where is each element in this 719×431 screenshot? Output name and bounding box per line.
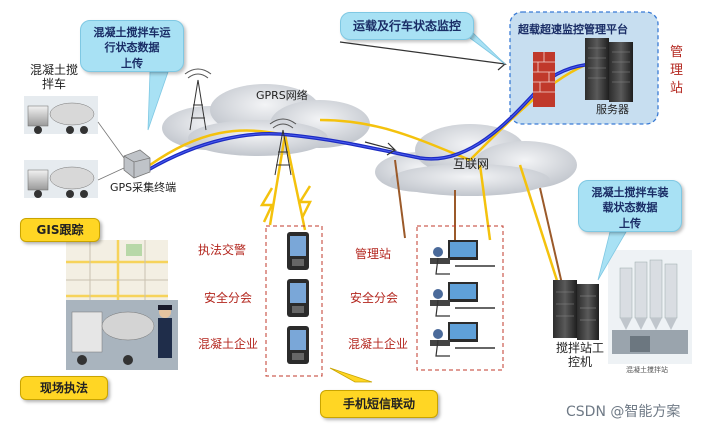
mixing-plant-image [608,250,692,364]
firewall-icon [533,52,555,107]
mobile-group-frame [265,225,323,377]
cement-truck-image [24,160,98,198]
vehicle-status-bubble: 混凝土搅拌车运 行状态数据 上传 [80,20,184,72]
workstation-icon [430,282,495,317]
server-icon [585,38,633,102]
load-status-bubble: 混凝土搅拌车装 载状态数据 上传 [578,180,682,232]
lightning-icon [259,187,274,223]
server-label: 服务器 [596,103,629,116]
gps-terminal-label: GPS采集终端 [110,181,177,194]
management-station-side-label: 管 理 站 [670,45,684,97]
onsite-photo-image [66,300,178,370]
platform-title: 超载超速监控管理平台 [518,23,628,36]
pc-group-frame [416,225,504,371]
workstation-icon [430,322,495,357]
gps-terminal-icon [123,149,151,179]
watermark: CSDN @智能方案 [566,404,681,420]
gis-tracking-tag: GIS跟踪 [20,218,100,242]
gprs-label: GPRS网络 [256,89,308,102]
internet-label: 互联网 [453,157,490,171]
onsite-enforcement-tag: 现场执法 [20,376,108,400]
pc-item-concrete-enterprise: 混凝土企业 [348,337,409,351]
pc-item-management-station: 管理站 [355,247,392,261]
mixing-station-computer-icon [553,280,599,340]
plant-caption: 混凝土搅拌站 [626,366,668,374]
workstation-icon [430,240,495,275]
mixing-station-label: 搅拌站工 控机 [556,341,605,369]
transport-monitor-bubble: 运载及行车状态监控 [340,12,474,40]
cement-truck-image [24,96,98,134]
sms-linkage-tag: 手机短信联动 [320,390,438,418]
base-station-tower [269,118,297,176]
mobile-item-traffic-police: 执法交警 [198,243,247,257]
pc-item-safety-branch: 安全分会 [350,291,399,305]
mobile-item-concrete-enterprise: 混凝土企业 [198,337,259,351]
cement-truck-label: 混凝土搅 拌车 [30,63,79,91]
load-status-text: 混凝土搅拌车装 载状态数据 上传 [591,186,669,230]
mobile-item-safety-branch: 安全分会 [204,291,253,305]
phone-icon [287,232,309,270]
phone-icon [287,279,309,317]
gprs-cloud [162,84,370,156]
phone-icon [287,326,309,364]
gprs-tower [184,68,212,131]
transport-monitor-text: 运载及行车状态监控 [352,19,461,33]
lightning-icon [297,185,313,219]
vehicle-status-text: 混凝土搅拌车运 行状态数据 上传 [93,26,171,70]
